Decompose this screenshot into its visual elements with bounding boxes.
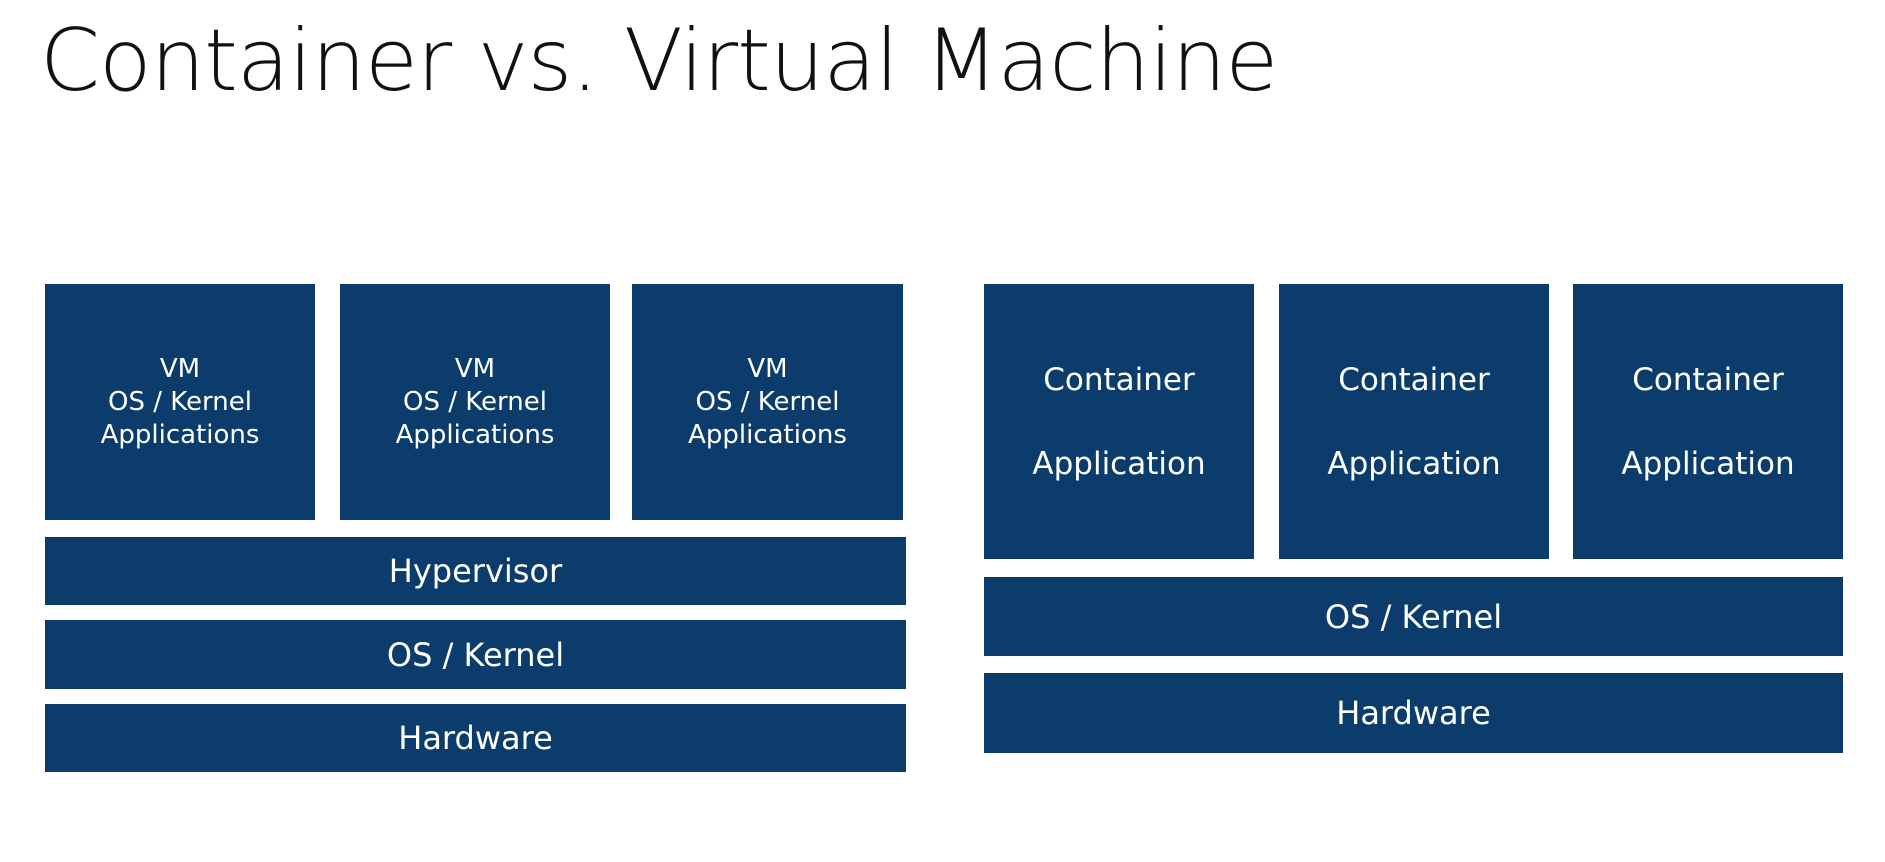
- container-application-label: Application: [1327, 445, 1501, 482]
- vm-box-3: VM OS / Kernel Applications: [632, 284, 903, 520]
- vm-box-1: VM OS / Kernel Applications: [45, 284, 315, 520]
- vm-os-kernel-layer: OS / Kernel: [45, 620, 906, 689]
- vm-label: VM: [747, 353, 788, 384]
- layer-label: Hypervisor: [388, 552, 563, 590]
- container-label: Container: [1632, 361, 1784, 398]
- layer-label: OS / Kernel: [1324, 597, 1503, 636]
- container-application-label: Application: [1621, 445, 1795, 482]
- vm-label: VM: [159, 353, 201, 384]
- vm-label: VM: [454, 353, 496, 384]
- container-os-kernel-layer: OS / Kernel: [984, 577, 1843, 656]
- container-box-3: Container Application: [1573, 284, 1843, 559]
- page-title: Container vs. Virtual Machine: [40, 11, 1278, 111]
- container-label: Container: [1043, 361, 1195, 398]
- container-box-1: Container Application: [984, 284, 1254, 559]
- layer-label: OS / Kernel: [386, 635, 565, 674]
- container-label: Container: [1338, 361, 1490, 398]
- vm-os-kernel-label: OS / Kernel: [695, 386, 840, 417]
- container-application-label: Application: [1032, 445, 1206, 482]
- vm-box-2: VM OS / Kernel Applications: [340, 284, 610, 520]
- container-hardware-layer: Hardware: [984, 673, 1843, 753]
- vm-os-kernel-label: OS / Kernel: [108, 386, 252, 417]
- vm-hypervisor-layer: Hypervisor: [45, 537, 906, 605]
- vm-os-kernel-label: OS / Kernel: [403, 386, 547, 417]
- vm-hardware-layer: Hardware: [45, 704, 906, 772]
- vm-applications-label: Applications: [100, 419, 260, 450]
- layer-label: Hardware: [398, 719, 553, 757]
- vm-applications-label: Applications: [688, 419, 847, 450]
- vm-applications-label: Applications: [395, 419, 555, 450]
- layer-label: Hardware: [1336, 694, 1491, 732]
- container-box-2: Container Application: [1279, 284, 1549, 559]
